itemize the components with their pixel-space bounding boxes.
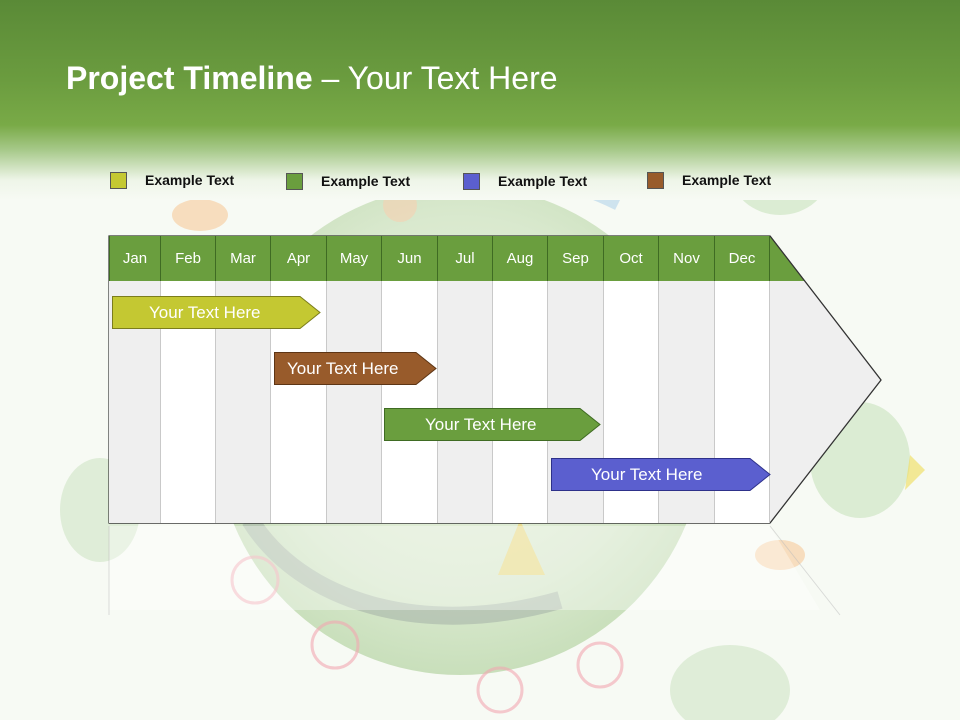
month-column: [326, 281, 381, 523]
legend-item: Example Text: [647, 170, 771, 190]
month-header: Feb: [160, 236, 215, 281]
month-header: Aug: [492, 236, 547, 281]
header-banner: [0, 0, 960, 200]
title-rest: – Your Text Here: [312, 60, 558, 96]
title-bold: Project Timeline: [66, 60, 313, 96]
legend-swatch: [647, 171, 664, 189]
legend-item: Example Text: [110, 170, 234, 190]
legend-item: Example Text: [463, 171, 587, 191]
legend-swatch: [286, 172, 303, 190]
month-header: Nov: [658, 236, 714, 281]
month-header: Dec: [714, 236, 770, 281]
task-label: Your Text Here: [591, 464, 703, 484]
legend-swatch: [110, 171, 127, 189]
task-arrow-shape: [274, 352, 437, 385]
task-bar: Your Text Here: [112, 296, 321, 329]
month-header: Jun: [381, 236, 437, 281]
month-header: May: [326, 236, 381, 281]
task-bar: Your Text Here: [384, 408, 601, 441]
legend-label: Example Text: [682, 172, 772, 188]
task-label: Your Text Here: [149, 302, 261, 322]
month-header: Sep: [547, 236, 603, 281]
task-arrow-shape: [384, 408, 601, 441]
task-label: Your Text Here: [425, 414, 537, 434]
legend-label: Example Text: [321, 173, 411, 189]
task-label: Your Text Here: [287, 358, 399, 378]
task-arrow-shape: [551, 458, 771, 491]
task-bar: Your Text Here: [274, 352, 437, 385]
legend-item: Example Text: [286, 171, 410, 191]
task-arrow-shape: [112, 296, 321, 329]
month-header: Jul: [437, 236, 492, 281]
month-column: [492, 281, 547, 523]
month-column: [437, 281, 492, 523]
month-header: Jan: [109, 236, 160, 281]
legend-label: Example Text: [145, 172, 235, 188]
page-title: Project Timeline – Your Text Here: [66, 60, 558, 97]
month-column: [381, 281, 437, 523]
legend-swatch: [463, 172, 480, 190]
month-header: Oct: [603, 236, 658, 281]
month-header: Mar: [215, 236, 270, 281]
month-header: Apr: [270, 236, 326, 281]
task-bar: Your Text Here: [551, 458, 771, 491]
legend-label: Example Text: [498, 173, 588, 189]
